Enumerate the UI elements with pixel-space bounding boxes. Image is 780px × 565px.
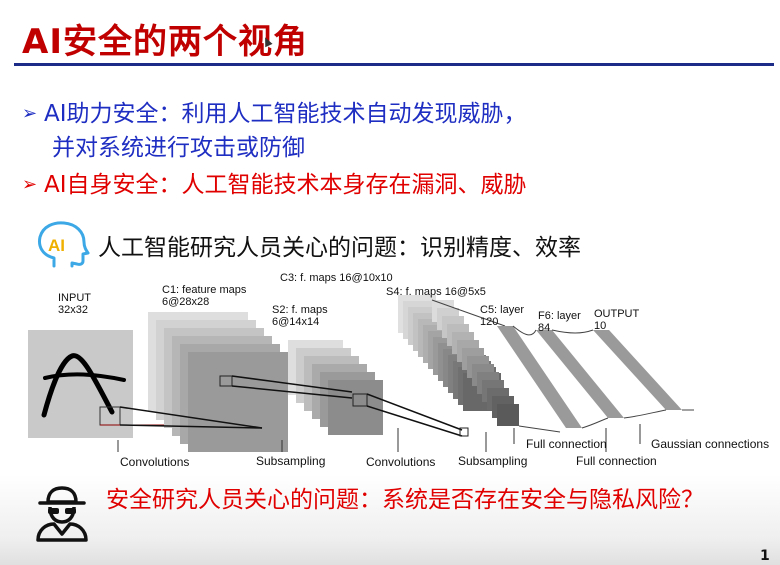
- label-f6: F6: layer 84: [538, 310, 581, 334]
- label-c5: C5: layer 120: [480, 304, 525, 328]
- caption-convolutions-2: Convolutions: [366, 455, 436, 469]
- bullet-text: AI助力安全：利用人工智能技术自动发现威胁，: [44, 101, 527, 127]
- input-image: [28, 330, 133, 438]
- caption-full-connection-1: Full connection: [526, 437, 607, 451]
- bottom-band: [0, 475, 780, 565]
- security-researcher-icon: [36, 486, 88, 542]
- security-researcher-concern: 安全研究人员关心的问题：系统是否存在安全与隐私风险？: [106, 487, 704, 513]
- caption-subsampling-2: Subsampling: [458, 454, 528, 468]
- c1-feature-maps: [148, 312, 288, 452]
- bullet-security-of-ai: ➢ AI自身安全：人工智能技术本身存在漏洞、威胁: [22, 169, 527, 201]
- bullet-text: AI自身安全：人工智能技术本身存在漏洞、威胁: [44, 172, 527, 198]
- label-s2: S2: f. maps 6@14x14: [272, 304, 328, 328]
- c5-layer: [497, 326, 582, 428]
- page-number: 1: [760, 548, 770, 564]
- label-s4: S4: f. maps 16@5x5: [386, 286, 486, 298]
- slide-title: AI安全的两个视角: [22, 22, 308, 62]
- ai-head-icon: AI: [38, 221, 90, 268]
- label-input: INPUT 32x32: [58, 292, 91, 316]
- label-c3: C3: f. maps 16@10x10: [280, 272, 393, 284]
- bullet-arrow-icon: ➢: [22, 174, 38, 195]
- label-output: OUTPUT 10: [594, 308, 640, 332]
- bullet-arrow-icon: ➢: [22, 103, 38, 124]
- input-glyph: [41, 353, 115, 418]
- output-layer: [593, 330, 682, 410]
- s4-feature-maps: [432, 300, 519, 426]
- bullet-continuation: 并对系统进行攻击或防御: [52, 135, 305, 161]
- label-c1: C1: feature maps 6@28x28: [162, 284, 247, 308]
- caption-full-connection-2: Full connection: [576, 454, 657, 468]
- input-glyph-bar: [43, 372, 126, 382]
- ai-icon-label: AI: [48, 236, 65, 255]
- caption-convolutions-1: Convolutions: [120, 455, 190, 469]
- s2-feature-maps: [288, 340, 383, 435]
- f6-layer: [536, 330, 624, 418]
- caption-subsampling-1: Subsampling: [256, 454, 326, 468]
- caption-gaussian-connections: Gaussian connections: [651, 437, 770, 451]
- title-underline: [14, 63, 774, 66]
- caption-ticks: [117, 424, 641, 452]
- ai-researcher-concern: 人工智能研究人员关心的问题：识别精度、效率: [98, 235, 581, 261]
- bullet-ai-for-security: ➢ AI助力安全：利用人工智能技术自动发现威胁，: [22, 98, 527, 130]
